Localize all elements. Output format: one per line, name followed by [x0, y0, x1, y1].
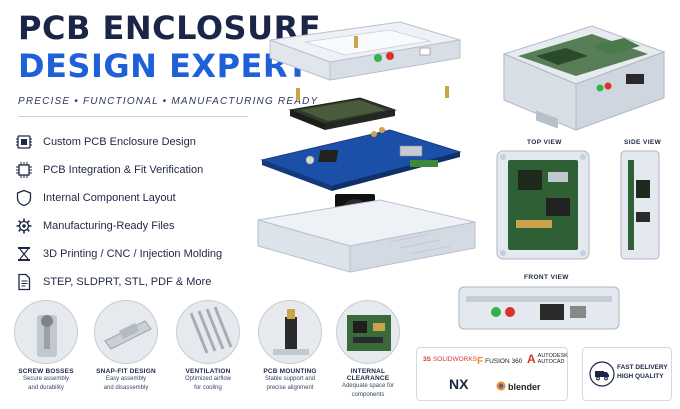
delivery-truck-icon	[589, 361, 615, 387]
feature-label: Custom PCB Enclosure Design	[43, 136, 196, 148]
internal-clearance-image	[336, 300, 400, 364]
side-view-label: SIDE VIEW	[624, 139, 662, 146]
standoff	[296, 88, 300, 100]
detail-desc-2: and durability	[28, 384, 64, 391]
solidworks-icon: 3S	[423, 356, 431, 363]
display-module	[288, 97, 397, 130]
detail-title: SNAP-FIT DESIGN	[96, 368, 156, 375]
solidworks-label: SOLIDWORKS	[432, 356, 478, 363]
gear-icon	[14, 216, 34, 236]
detail-desc-2: precise alignment	[266, 384, 314, 391]
pcb-chip-icon	[14, 132, 34, 152]
tagline: PRECISE • FUNCTIONAL • MANUFACTURING REA…	[18, 96, 319, 107]
detail-desc-1: Stable support and	[264, 376, 316, 382]
blender-logo: blender	[495, 380, 541, 393]
detail-ventilation: VENTILATION Optimized airflow for coolin…	[172, 300, 244, 392]
title-line-2: DESIGN EXPERT	[18, 47, 309, 85]
feature-item: PCB Integration & Fit Verification	[14, 156, 254, 184]
nx-logo: NX	[449, 376, 469, 392]
feature-label: STEP, SLDPRT, STL, PDF & More	[43, 276, 212, 288]
detail-desc-2: components	[351, 391, 385, 398]
assembled-enclosure-view	[502, 25, 666, 131]
printer-icon	[14, 244, 34, 264]
detail-desc-2: and disassembly	[103, 384, 149, 391]
enclosure-base	[257, 199, 476, 273]
detail-internal-clearance: INTERNAL CLEARANCE Adequate space for co…	[332, 300, 404, 399]
detail-title: PCB MOUNTING	[263, 368, 317, 375]
detail-desc-1: Easy assembly	[105, 376, 147, 382]
pcb-mounting-image	[258, 300, 322, 364]
autocad-logo: A AUTODESK AUTOCAD	[527, 352, 568, 366]
top-view-label: TOP VIEW	[527, 139, 562, 146]
screw-bosses-image	[14, 300, 78, 364]
blender-label: blender	[508, 381, 541, 392]
feature-item: STEP, SLDPRT, STL, PDF & More	[14, 268, 254, 296]
feature-label: Internal Component Layout	[43, 192, 176, 204]
pcb-board	[260, 127, 462, 191]
delivery-badge: FAST DELIVERY HIGH QUALITY	[582, 347, 672, 401]
title-line-1: PCB ENCLOSURE	[18, 9, 322, 47]
solidworks-logo: 3S SOLIDWORKS	[423, 356, 477, 363]
software-logos-panel: 3S SOLIDWORKS F FUSION 360 A AUTODESK AU…	[416, 347, 568, 401]
front-view-label: FRONT VIEW	[524, 274, 569, 281]
feature-item: Custom PCB Enclosure Design	[14, 128, 254, 156]
detail-snap-fit: SNAP-FIT DESIGN Easy assembly and disass…	[90, 300, 162, 392]
document-icon	[14, 272, 34, 292]
autodesk-label: AUTODESK	[537, 352, 568, 359]
front-view-image	[458, 286, 620, 330]
page-title: PCB ENCLOSURE DESIGN EXPERT	[18, 12, 321, 82]
feature-label: 3D Printing / CNC / Injection Molding	[43, 248, 223, 260]
chip-icon	[14, 160, 34, 180]
detail-desc-1: Secure assembly	[22, 376, 70, 382]
snap-fit-image	[94, 300, 158, 364]
top-view-image	[496, 150, 590, 260]
detail-pcb-mounting: PCB MOUNTING Stable support and precise …	[254, 300, 326, 392]
detail-title: VENTILATION	[185, 368, 231, 375]
feature-detail-row: SCREW BOSSES Secure assembly and durabil…	[10, 300, 410, 405]
standoff	[445, 86, 449, 98]
delivery-line-2: HIGH QUALITY	[617, 373, 664, 381]
detail-screw-bosses: SCREW BOSSES Secure assembly and durabil…	[10, 300, 82, 392]
delivery-text: FAST DELIVERY HIGH QUALITY	[617, 363, 668, 382]
detail-title: INTERNAL CLEARANCE	[346, 368, 390, 382]
fusion-logo: F FUSION 360	[477, 356, 522, 367]
autocad-icon: A	[527, 352, 536, 366]
autocad-label: AUTOCAD	[537, 359, 565, 365]
divider	[18, 116, 248, 117]
detail-desc-1: Optimized airflow	[184, 376, 231, 382]
feature-label: PCB Integration & Fit Verification	[43, 164, 204, 176]
feature-label: Manufacturing-Ready Files	[43, 220, 175, 232]
side-view-image	[620, 150, 660, 260]
blender-icon	[495, 380, 506, 393]
detail-title: SCREW BOSSES	[18, 368, 74, 375]
delivery-line-1: FAST DELIVERY	[617, 364, 668, 371]
feature-list: Custom PCB Enclosure Design PCB Integrat…	[14, 128, 254, 296]
feature-item: Internal Component Layout	[14, 184, 254, 212]
exploded-enclosure-illustration	[257, 21, 476, 273]
detail-desc-2: for cooling	[194, 384, 222, 391]
ventilation-image	[176, 300, 240, 364]
detail-desc-1: Adequate space for	[341, 383, 395, 389]
shield-icon	[14, 188, 34, 208]
feature-item: 3D Printing / CNC / Injection Molding	[14, 240, 254, 268]
standoff	[354, 36, 358, 48]
fusion-label: FUSION 360	[485, 358, 523, 365]
enclosure-lid	[269, 21, 461, 81]
fusion-icon: F	[477, 356, 484, 367]
feature-item: Manufacturing-Ready Files	[14, 212, 254, 240]
